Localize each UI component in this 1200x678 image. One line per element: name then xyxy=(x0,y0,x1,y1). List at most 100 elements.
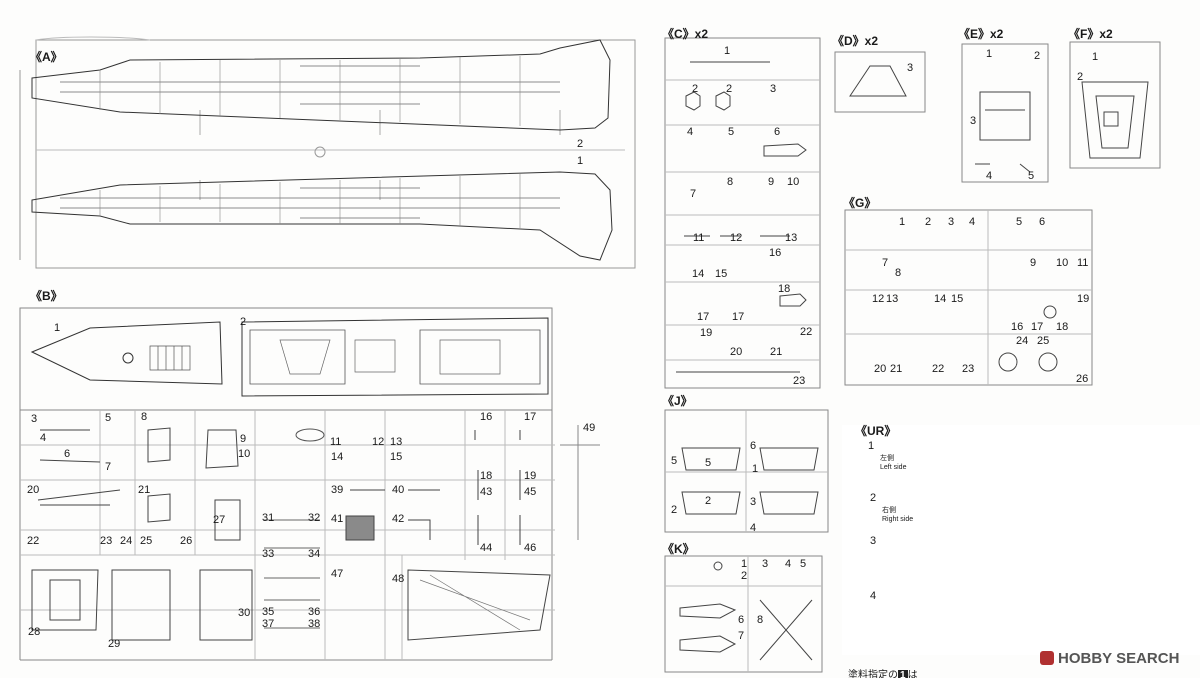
part-label: 13 xyxy=(785,232,798,244)
part-label: 26 xyxy=(1076,373,1089,385)
hull-half-2 xyxy=(31,39,611,131)
sprue-f xyxy=(1069,41,1161,169)
part-label: 35 xyxy=(262,606,275,618)
part-label: 2 xyxy=(1077,71,1084,83)
part-label: 1 xyxy=(741,558,748,570)
part-label: 34 xyxy=(308,548,321,560)
part-label: 12 xyxy=(872,293,885,305)
part-label: 17 xyxy=(732,311,745,323)
hobby-search-logo-icon xyxy=(1040,651,1054,665)
part-label: 17 xyxy=(1031,321,1044,333)
part-label: 36 xyxy=(308,606,321,618)
part-label: 2 xyxy=(741,570,748,582)
part-label: 39 xyxy=(331,484,344,496)
part-label: 33 xyxy=(262,548,275,560)
part-label: 5 xyxy=(671,455,678,467)
part-label: 14 xyxy=(692,268,705,280)
part-label: 19 xyxy=(700,327,713,339)
part-label: 12 xyxy=(730,232,743,244)
part-label: 16 xyxy=(769,247,782,259)
part-label: 2 xyxy=(577,138,584,150)
part-label: 21 xyxy=(890,363,903,375)
group-j-header: 《J》 xyxy=(662,394,693,408)
part-label: 41 xyxy=(331,513,344,525)
blank-panel xyxy=(842,425,1200,655)
part-label: 25 xyxy=(1037,335,1050,347)
part-label: 4 xyxy=(986,170,993,182)
part-label: 5 xyxy=(1016,216,1023,228)
part-label: 48 xyxy=(392,573,405,585)
part-label: 22 xyxy=(800,326,813,338)
part-label: 23 xyxy=(100,535,113,547)
part-label: 13 xyxy=(390,436,403,448)
part-label: 7 xyxy=(882,257,889,269)
part-label: 12 xyxy=(372,436,385,448)
group-e-header: 《E》x2 xyxy=(958,27,1004,41)
part-label: 25 xyxy=(140,535,153,547)
part-label: 20 xyxy=(730,346,743,358)
part-label: 9 xyxy=(768,176,775,188)
part-label: 1 xyxy=(54,322,61,334)
part-label: 16 xyxy=(480,411,493,423)
part-label: 38 xyxy=(308,618,321,630)
group-g-header: 《G》 xyxy=(843,196,877,210)
part-label: 11 xyxy=(693,232,705,244)
ur-part-2-jp: 右側 xyxy=(882,507,896,514)
part-label: 1 xyxy=(899,216,906,228)
part-label: 43 xyxy=(480,486,493,498)
part-label: 9 xyxy=(240,433,247,445)
part-label: 5 xyxy=(705,457,712,469)
part-label: 18 xyxy=(480,470,493,482)
part-label: 27 xyxy=(213,514,226,526)
part-label: 7 xyxy=(690,188,697,200)
ur-part-2-en: Right side xyxy=(882,516,914,523)
part-label: 8 xyxy=(895,267,902,279)
sprue-e xyxy=(961,43,1049,183)
part-label: 32 xyxy=(308,512,321,524)
part-label: 31 xyxy=(262,512,275,524)
ur-part-4-number: 4 xyxy=(870,590,877,602)
part-label: 3 xyxy=(948,216,955,228)
part-label: 24 xyxy=(1016,335,1029,347)
group-d-header: 《D》x2 xyxy=(832,34,879,48)
part-label: 1 xyxy=(752,463,759,475)
part-label: 2 xyxy=(925,216,932,228)
part-label: 23 xyxy=(793,375,806,387)
part-label: 37 xyxy=(262,618,275,630)
part-label: 10 xyxy=(787,176,800,188)
hull-half-1 xyxy=(31,171,613,261)
part-label: 1 xyxy=(724,45,731,57)
part-label: 5 xyxy=(728,126,735,138)
part-label: 15 xyxy=(951,293,964,305)
part-label: 8 xyxy=(141,411,148,423)
part-label: 6 xyxy=(738,614,745,626)
part-label: 2 xyxy=(705,495,712,507)
part-label: 3 xyxy=(31,413,38,425)
part-label: 6 xyxy=(64,448,71,460)
part-label: 1 xyxy=(986,48,993,60)
group-a-header: 《A》 xyxy=(30,50,63,64)
part-label: 2 xyxy=(240,316,247,328)
ur-part-1-jp: 左側 xyxy=(880,455,894,462)
group-f-header: 《F》x2 xyxy=(1068,27,1113,41)
part-label: 22 xyxy=(932,363,945,375)
part-label: 3 xyxy=(970,115,977,127)
part-label: 6 xyxy=(774,126,781,138)
sprue-d xyxy=(834,51,926,113)
part-label: 21 xyxy=(770,346,783,358)
part-label: 46 xyxy=(524,542,537,554)
part-b1 xyxy=(30,321,223,385)
part-label: 5 xyxy=(800,558,807,570)
part-label: 15 xyxy=(390,451,403,463)
ur-part-2-number: 2 xyxy=(870,492,877,504)
part-label: 2 xyxy=(726,83,733,95)
part-label: 44 xyxy=(480,542,493,554)
part-label: 4 xyxy=(750,522,757,534)
part-label: 19 xyxy=(524,470,537,482)
group-c-header: 《C》x2 xyxy=(662,27,709,41)
part-label: 8 xyxy=(727,176,734,188)
part-label: 40 xyxy=(392,484,405,496)
part-label: 5 xyxy=(1028,170,1035,182)
